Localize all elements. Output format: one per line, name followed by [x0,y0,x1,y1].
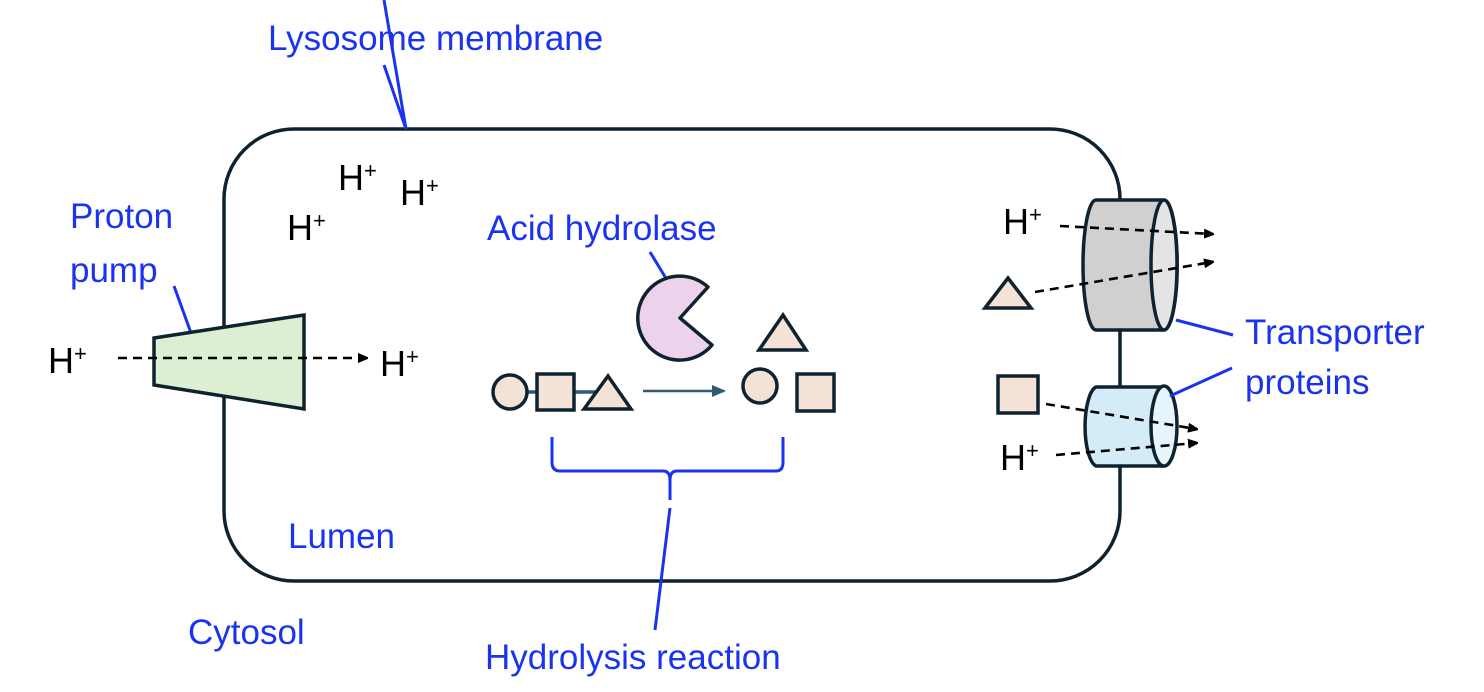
product-square [795,372,836,413]
h-ion-transporter-lower: H+ [1000,437,1039,478]
h-ion-export-arrow-upper [1059,224,1212,234]
square-metabolite [996,374,1040,415]
transporter-proteins-label: Transporter [1245,313,1425,352]
products [741,311,836,413]
h-ion-export-arrow-lower [1055,443,1196,457]
hydrolysis-reaction-brace [550,437,785,500]
product-triangle [755,311,810,352]
cytosol-label: Cytosol [188,613,305,652]
acid-hydrolase-leader [648,251,669,281]
proton-pump-label: Proton [70,197,173,236]
h-ion-cytosol-left: H+ [48,340,87,381]
transporter-upper-opening [1149,198,1179,332]
proton-pump-leader [172,285,193,334]
hydrolysis-reaction-leader [653,507,672,631]
h-ion-lumen-2: H+ [400,172,439,213]
proton-pump-label-2: pump [70,251,158,290]
transporter-protein-upper [1081,198,1179,332]
transporter-leader-lower [1169,366,1233,398]
transporter-protein-lower [1083,384,1179,468]
substrate-circle [491,373,529,411]
acid-hydrolase-label: Acid hydrolase [487,209,717,248]
transporter-lower-opening [1149,384,1179,468]
lysosome-membrane-label: Lysosome membrane [268,19,603,58]
proton-pump [152,312,306,412]
substrate-triangle [580,372,635,411]
lumen-label: Lumen [288,517,395,556]
hydrolysis-reaction-label: Hydrolysis reaction [485,638,781,677]
triangle-metabolite [981,275,1035,310]
lysosome-membrane-leader-line [382,64,408,130]
h-ion-lumen-1: H+ [338,157,377,198]
lysosome-membrane-leader [382,0,408,130]
h-ion-lumen-3: H+ [287,207,326,248]
transporter-leader-upper [1175,318,1234,337]
h-ion-pumped: H+ [380,343,419,384]
square-export-arrow [1045,402,1196,429]
acid-hydrolase-enzyme [636,274,714,362]
substrate-molecule [491,372,635,412]
transporter-proteins-label-2: proteins [1245,363,1370,402]
product-circle [741,367,779,405]
h-ion-transporter-upper: H+ [1003,201,1042,242]
substrate-square [535,372,576,412]
